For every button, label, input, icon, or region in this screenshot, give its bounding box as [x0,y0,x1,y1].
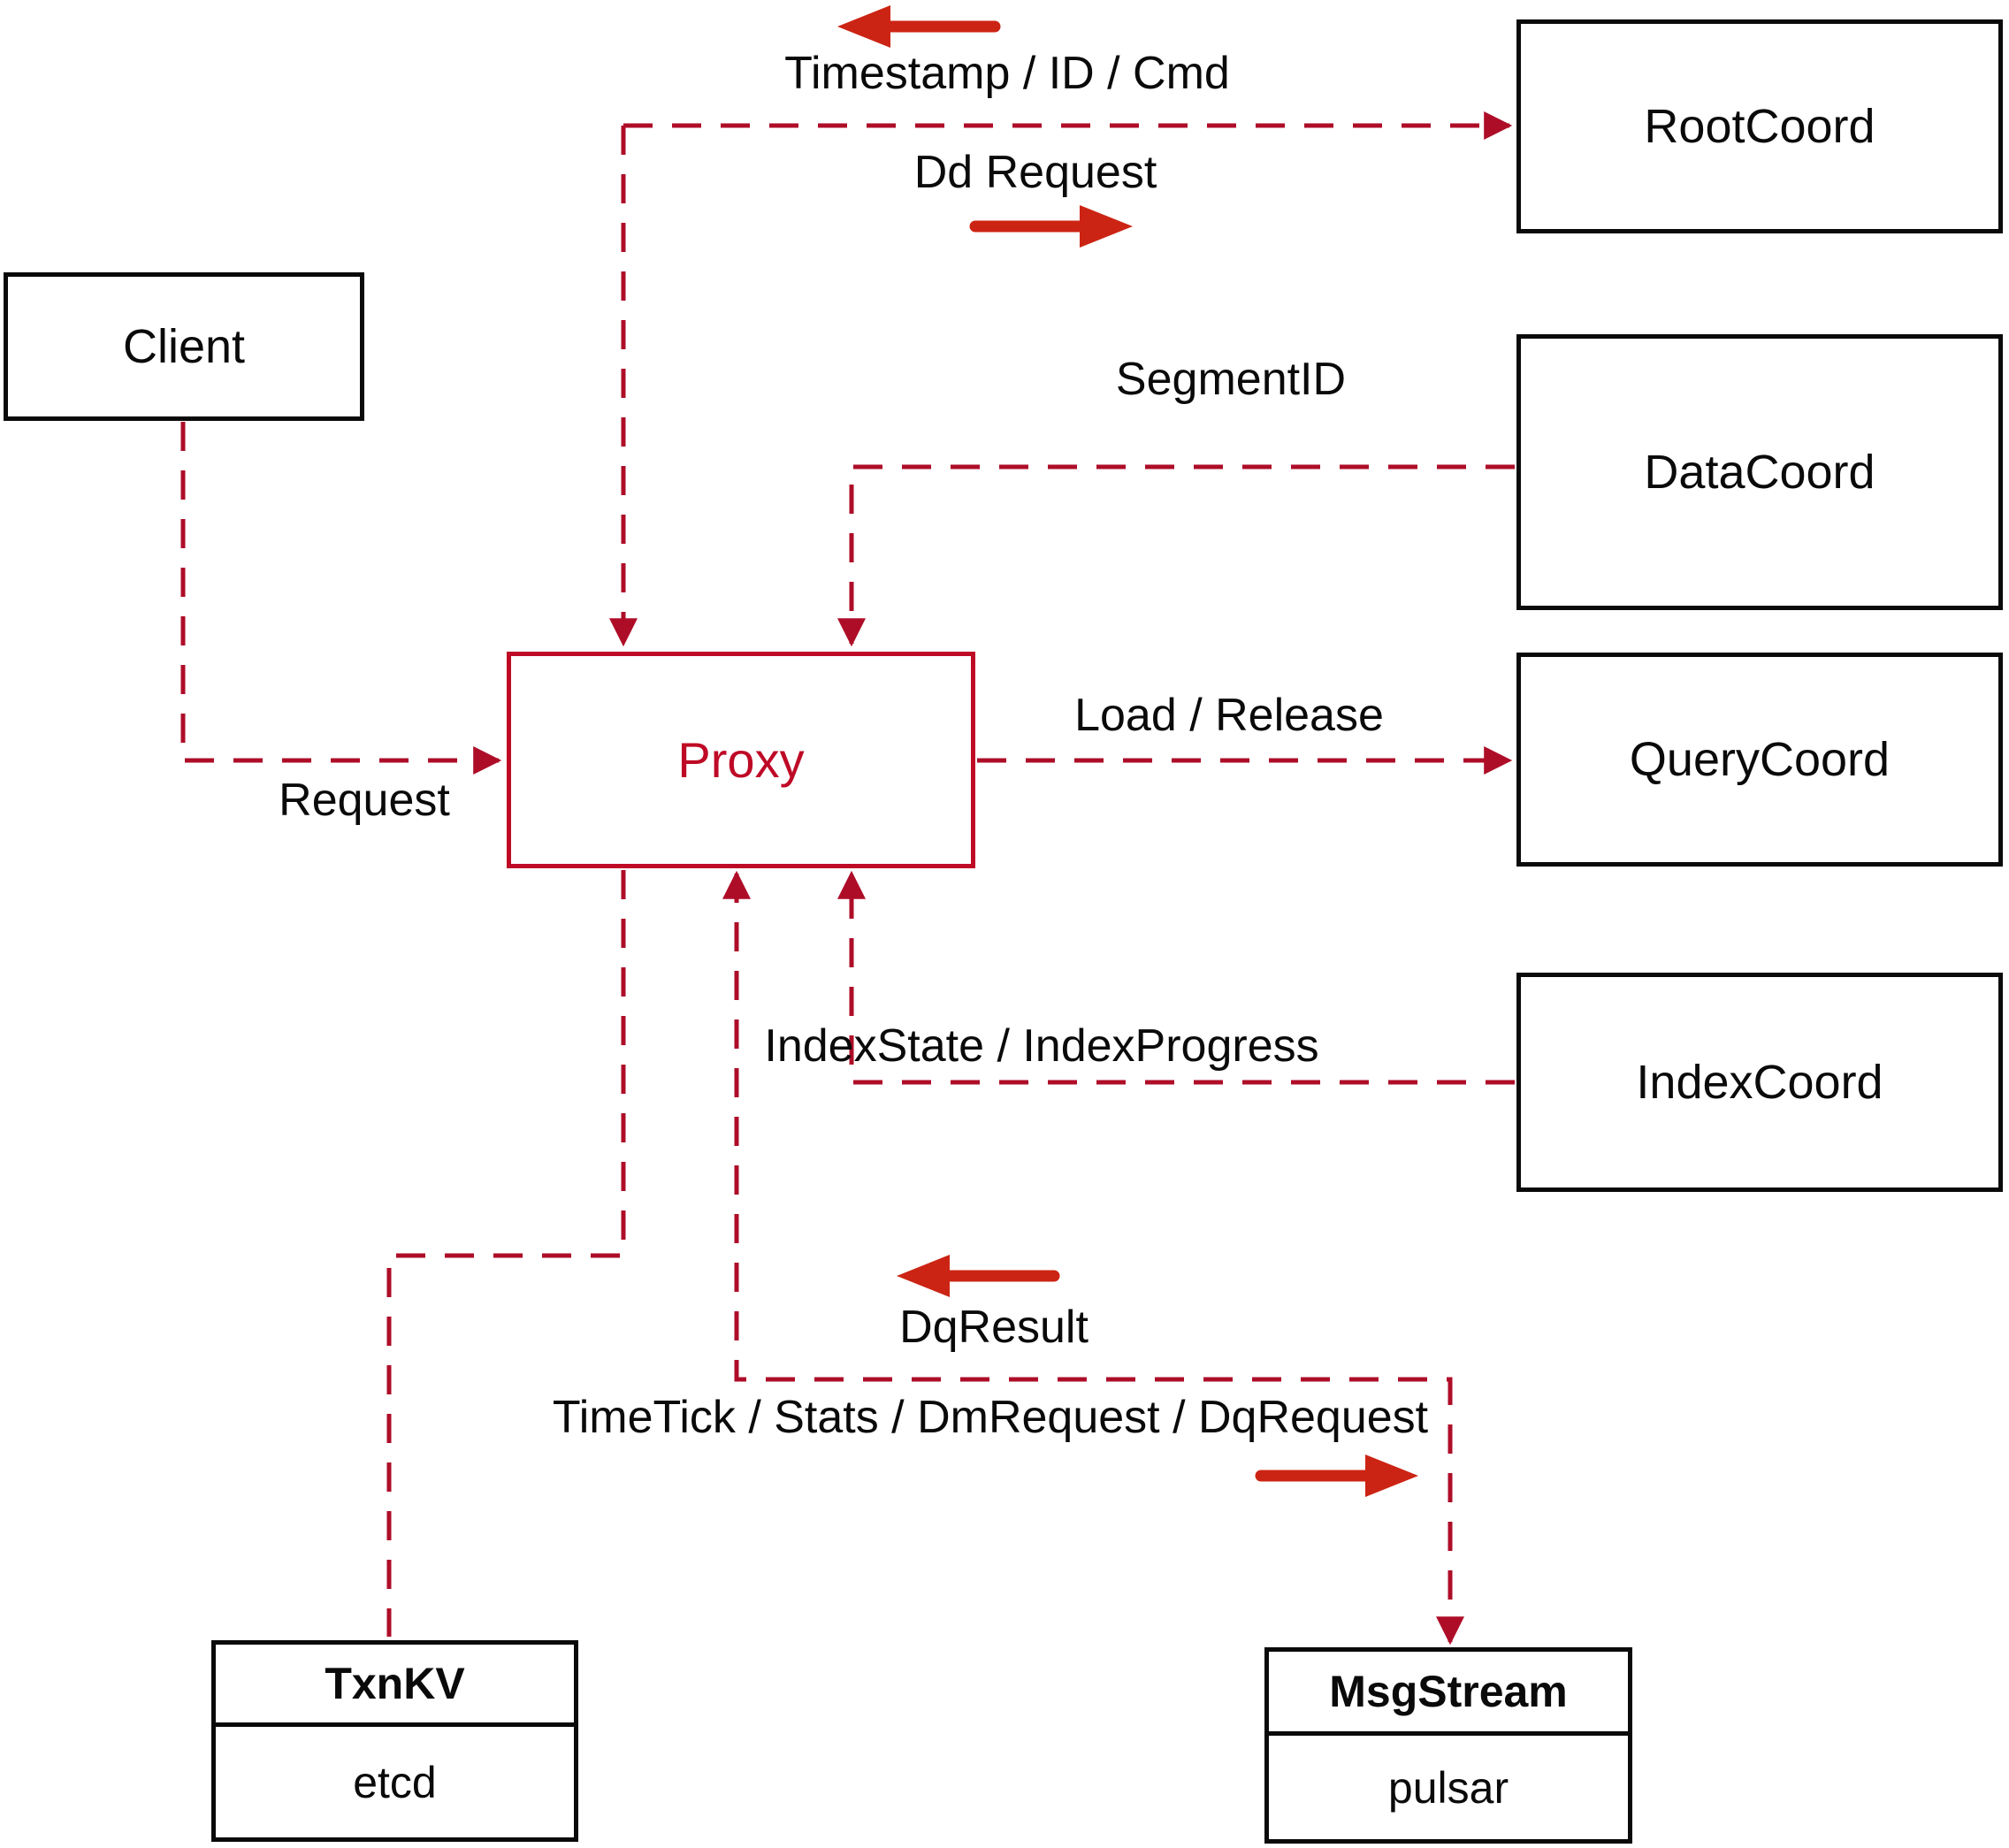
edge-proxy-msgstream [722,870,1465,1646]
arrow-right-dd-request-icon [966,202,1134,251]
edge-datacoord-to-proxy [836,464,1515,647]
msgstream-sublabel: pulsar [1387,1762,1509,1813]
proxy-node: Proxy [507,652,975,868]
arrow-left-timestamp-icon [836,2,1004,51]
proxy-label: Proxy [677,731,805,788]
datacoord-label: DataCoord [1644,446,1875,499]
edge-proxy-to-txnkv [386,870,626,1637]
request-label: Request [279,775,450,827]
client-node: Client [4,272,364,421]
txnkv-title: TxnKV [216,1645,574,1727]
datacoord-node: DataCoord [1516,334,2003,610]
dq-result-label: DqResult [899,1302,1089,1354]
msgstream-node: MsgStream pulsar [1264,1647,1632,1844]
rootcoord-node: RootCoord [1516,19,2003,233]
arrow-left-dq-result-icon [895,1251,1063,1301]
indexcoord-node: IndexCoord [1516,973,2003,1192]
querycoord-node: QueryCoord [1516,653,2003,867]
dd-request-label: Dd Request [913,147,1157,199]
client-label: Client [122,320,246,373]
index-state-progress-label: IndexState / IndexProgress [764,1020,1319,1073]
edge-client-to-proxy [180,422,502,775]
msgstream-title: MsgStream [1269,1652,1628,1736]
load-release-label: Load / Release [1074,690,1384,742]
indexcoord-label: IndexCoord [1636,1056,1883,1109]
timestamp-id-cmd-label: Timestamp / ID / Cmd [784,48,1230,100]
querycoord-label: QueryCoord [1629,733,1891,786]
rootcoord-label: RootCoord [1644,100,1875,153]
txnkv-sublabel: etcd [353,1757,437,1807]
txnkv-node: TxnKV etcd [211,1640,578,1842]
time-tick-label: TimeTick / Stats / DmRequest / DqRequest [552,1392,1429,1444]
segment-id-label: SegmentID [1115,354,1347,406]
arrow-right-time-tick-icon [1252,1451,1420,1501]
